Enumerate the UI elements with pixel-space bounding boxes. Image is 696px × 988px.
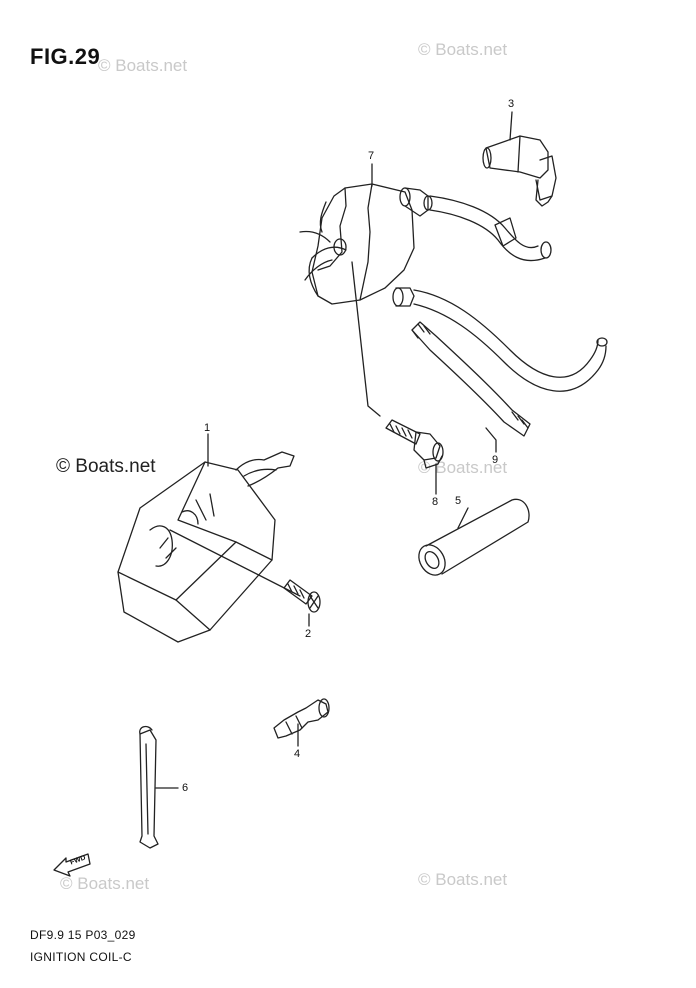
ignition-coil[interactable] xyxy=(299,183,415,305)
callout-3: 3 xyxy=(508,98,515,110)
cable-tie[interactable] xyxy=(139,725,159,849)
callout-2: 2 xyxy=(305,628,312,640)
coil-bolt[interactable] xyxy=(385,419,444,469)
cdi-unit[interactable] xyxy=(117,451,295,643)
watermark: © Boats.net xyxy=(418,870,508,889)
callout-8: 8 xyxy=(432,496,439,508)
high-tension-lead-lower[interactable] xyxy=(392,287,608,392)
watermark: © Boats.net xyxy=(418,458,508,477)
figure-title: FIG.29 xyxy=(30,44,101,69)
clip-pin[interactable] xyxy=(273,698,330,739)
watermark: © Boats.net xyxy=(60,874,150,893)
diagram-code: DF9.9 15 P03_029 xyxy=(30,928,136,942)
fwd-direction-arrow xyxy=(53,853,91,877)
callout-6: 6 xyxy=(182,782,189,794)
callout-9: 9 xyxy=(492,454,499,466)
diagram-caption: IGNITION COIL-C xyxy=(30,950,132,964)
high-tension-lead-upper[interactable] xyxy=(399,187,552,262)
callout-1: 1 xyxy=(204,422,211,434)
hose-tube[interactable] xyxy=(411,321,531,437)
callout-7: 7 xyxy=(368,150,375,162)
watermark-dark: © Boats.net xyxy=(56,456,156,477)
watermark: © Boats.net xyxy=(98,56,188,75)
callout-4: 4 xyxy=(294,748,301,760)
watermark: © Boats.net xyxy=(418,40,508,59)
callout-5: 5 xyxy=(455,495,462,507)
leader-lines xyxy=(155,111,513,789)
sleeve-tube[interactable] xyxy=(414,498,530,580)
cdi-screw[interactable] xyxy=(283,579,321,613)
spark-plug-cap[interactable] xyxy=(482,135,557,207)
